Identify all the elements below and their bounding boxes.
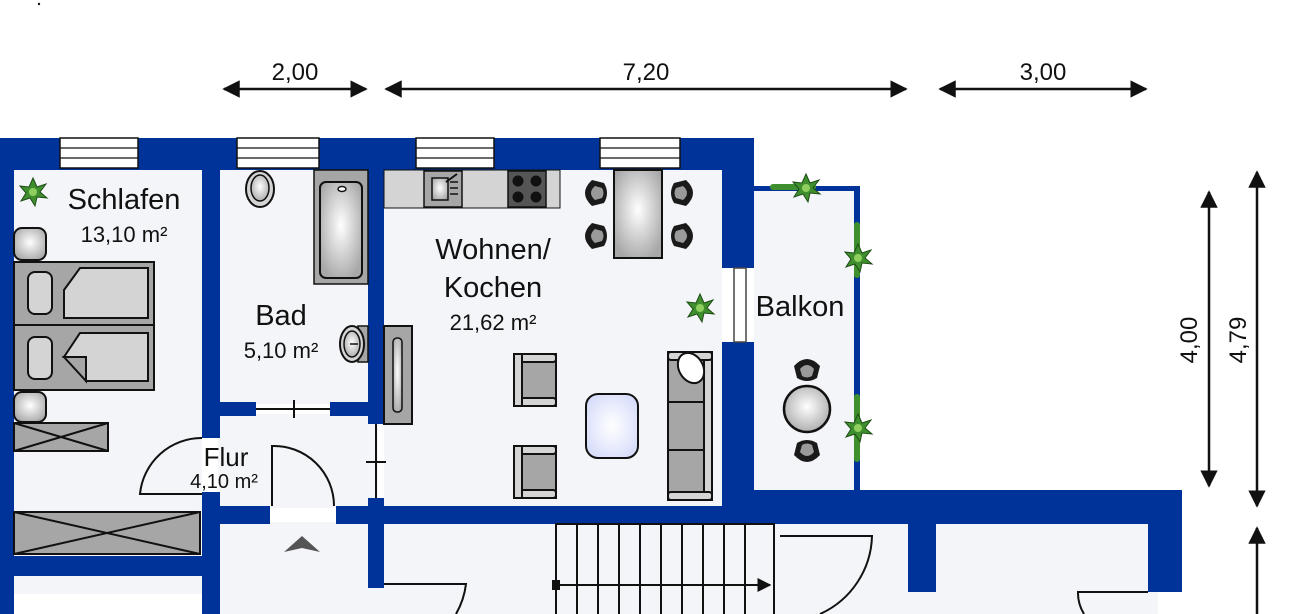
balcony-door: [733, 267, 747, 343]
balkon-label: Balkon: [756, 291, 845, 323]
wardrobe-small-icon: [13, 422, 109, 452]
schlafen-area: 13,10 m²: [81, 222, 168, 247]
garland-plant-icon: [770, 173, 873, 462]
kitchen-counter-icon: [383, 169, 561, 209]
windows: [59, 137, 747, 343]
stove-icon: [507, 170, 547, 208]
bad-label: Bad: [255, 300, 307, 332]
room-labels: Schlafen 13,10 m² Bad 5,10 m² Wohnen/ Ko…: [68, 184, 845, 493]
dining-table-icon: [585, 169, 693, 259]
balkon-furniture: [770, 173, 873, 462]
wohnen-label-2: Kochen: [444, 272, 542, 304]
dimension-labels: 2,00 7,20 3,00 4,00 4,79: [272, 59, 1252, 363]
bathtub-icon: [313, 169, 369, 285]
bad-furniture: [245, 169, 369, 363]
dimension-lines: [222, 80, 1266, 614]
nightstand-lamp-icon: [13, 227, 47, 261]
toilet-icon: [245, 170, 275, 208]
nightstand-lamp-icon: [13, 391, 47, 423]
speck-mark: [37, 2, 41, 6]
wardrobe-large-icon: [13, 511, 201, 555]
entry-arrow-icon: [284, 536, 320, 552]
dim-right-2: 4,79: [1225, 317, 1252, 364]
dim-right-1: 4,00: [1176, 317, 1203, 364]
bistro-table-icon: [782, 359, 832, 462]
window-schlafen: [59, 137, 139, 169]
schlafen-label: Schlafen: [68, 184, 181, 216]
bad-area: 5,10 m²: [244, 338, 319, 363]
window-wohnen: [599, 137, 681, 169]
coffee-table-icon: [585, 393, 639, 459]
doors: [138, 400, 1148, 614]
dim-top-1: 2,00: [272, 59, 319, 86]
schlafen-furniture: [13, 177, 201, 555]
dim-top-2: 7,20: [623, 59, 670, 86]
staircase: [552, 523, 775, 614]
wohnen-area: 21,62 m²: [450, 310, 537, 335]
window-kueche: [415, 137, 495, 169]
tv-cabinet-icon: [383, 325, 413, 425]
armchair-icon: [513, 353, 557, 407]
dim-top-3: 3,00: [1020, 59, 1067, 86]
armchair-icon: [513, 445, 557, 499]
flur-label: Flur: [204, 442, 249, 472]
wohnen-label-1: Wohnen/: [435, 234, 551, 266]
flur-area: 4,10 m²: [190, 471, 258, 493]
wohnen-furniture: [383, 169, 715, 501]
double-bed-icon: [13, 261, 155, 391]
sink-icon: [339, 325, 369, 363]
window-bad: [236, 137, 320, 169]
sofa-icon: [667, 351, 713, 501]
